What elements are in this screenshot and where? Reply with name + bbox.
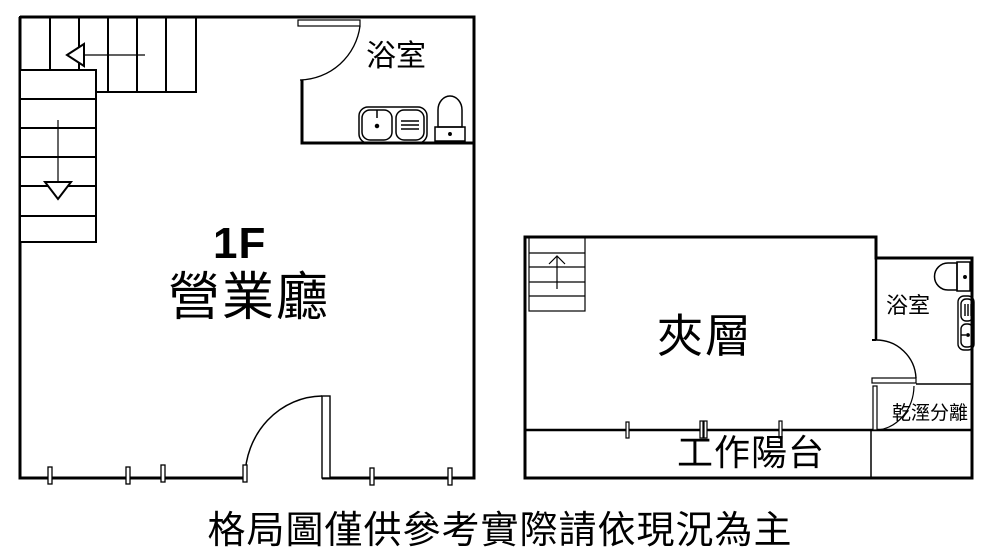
arrow-down-icon xyxy=(42,181,74,201)
sink-icon xyxy=(358,106,428,144)
mezzanine-bathroom-label: 浴室 xyxy=(886,294,931,319)
floor-1-label: 1F xyxy=(213,219,267,268)
window-markers xyxy=(47,464,453,486)
sink-icon xyxy=(957,295,975,351)
entrance-door-icon xyxy=(244,395,331,479)
stairs-icon xyxy=(528,236,586,312)
mezzanine-outer-wall xyxy=(523,235,974,480)
disclaimer-caption: 格局圖僅供參考實際請依現況為主 xyxy=(207,508,793,552)
window-markers xyxy=(625,420,783,439)
floor-1-bathroom xyxy=(297,19,474,145)
balcony-label: 工作陽台 xyxy=(677,433,826,474)
toilet-icon xyxy=(434,95,466,142)
arrow-up-icon xyxy=(548,255,566,265)
stairs-icon xyxy=(19,16,197,243)
floor-1-outer-wall xyxy=(196,15,476,480)
floor-1-bathroom-label: 浴室 xyxy=(366,39,426,74)
arrow-left-icon xyxy=(65,42,85,68)
mezzanine-label: 夾層 xyxy=(657,309,753,363)
floor-1-plan xyxy=(18,15,476,486)
dry-wet-separation-label: 乾溼分離 xyxy=(892,402,969,424)
business-hall-label: 營業廳 xyxy=(168,268,331,328)
toilet-icon xyxy=(933,261,971,292)
bathroom-door-icon xyxy=(871,339,917,431)
mezzanine-plan xyxy=(523,235,975,480)
